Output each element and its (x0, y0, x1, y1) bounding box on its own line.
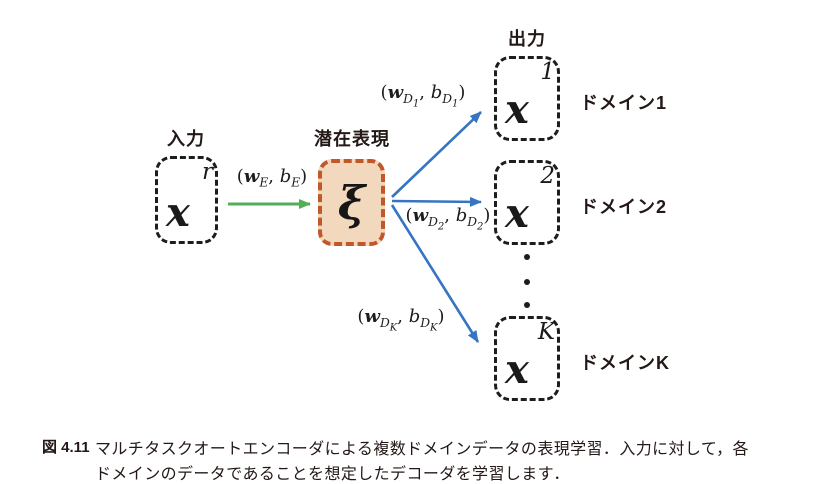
bias-symbol: b (408, 306, 421, 327)
weight-subscript: D1 (403, 91, 420, 110)
input-symbol: x (166, 189, 190, 236)
output-box-domainK: x K (494, 316, 560, 401)
subscript-index: K (389, 322, 398, 334)
subscript-index: 2 (477, 221, 484, 233)
weight-subscript: DK (379, 315, 398, 334)
input-superscript: r (202, 159, 213, 185)
subscript-letter: D (442, 91, 453, 106)
subscript-letter: D (379, 315, 390, 330)
domain2-label: ドメイン2 (580, 197, 668, 217)
caption-line-1: マルチタスクオートエンコーダによる複数ドメインデータの表現学習．入力に対して，各 (95, 441, 749, 458)
weight-subscript: D2 (428, 214, 445, 233)
arrows-layer (228, 111, 482, 343)
subscript-index: K (430, 322, 438, 334)
latent-label: 潜在表現 (314, 129, 390, 149)
encoder-weights-label: (wE, bE) (224, 166, 320, 190)
separator: , (268, 166, 280, 187)
paren-close: ) (483, 205, 491, 226)
latent-symbol: ξ (337, 175, 366, 230)
output2-symbol: x (505, 190, 529, 237)
weight-symbol: w (387, 82, 404, 103)
bias-subscript: E (291, 175, 301, 190)
output1-superscript: 1 (540, 59, 555, 85)
outputK-symbol: x (505, 346, 529, 393)
domain1-label: ドメイン1 (580, 93, 668, 113)
input-box: x r (155, 156, 218, 244)
figure-number: 図 4.11 (42, 439, 90, 456)
outputK-superscript: K (537, 319, 555, 345)
paren-open: ( (236, 166, 244, 187)
output-label: 出力 (508, 29, 546, 49)
output-box-domain1: x 1 (494, 56, 560, 141)
subscript-index: 1 (412, 98, 420, 110)
decoder1-weights-label: (wD1, bD1) (362, 82, 484, 109)
latent-box: ξ (318, 159, 385, 246)
output2-superscript: 2 (540, 163, 555, 189)
decoder-arrow-2 (391, 196, 482, 207)
vertical-ellipsis-dot (524, 279, 530, 285)
weight-symbol: w (412, 205, 429, 226)
separator: , (397, 306, 409, 327)
vertical-ellipsis-dot (524, 302, 530, 308)
decoderK-weights-label: (wDK, bDK) (340, 306, 462, 333)
subscript-index: 2 (437, 221, 445, 233)
caption-line-2: ドメインのデータであることを想定したデコーダを学習します． (95, 466, 570, 483)
weight-symbol: w (364, 306, 380, 327)
decoder2-weights-label: (wD2, bD2) (390, 205, 506, 232)
paren-close: ) (458, 82, 466, 103)
paren-close: ) (300, 166, 308, 187)
paren-close: ) (437, 306, 445, 327)
paren-open: ( (405, 205, 413, 226)
bias-symbol: b (430, 82, 443, 103)
bias-subscript: D1 (442, 91, 459, 110)
separator: , (419, 82, 431, 103)
subscript-index: 1 (452, 98, 459, 110)
figure-caption: 図 4.11 マルチタスクオートエンコーダによる複数ドメインデータの表現学習．入… (0, 430, 816, 484)
decoder-arrow-K (390, 204, 480, 343)
subscript-letter: D (467, 214, 478, 229)
paren-open: ( (357, 306, 365, 327)
weight-subscript: E (259, 175, 269, 190)
bias-subscript: DK (420, 315, 438, 334)
decoder-arrow-1 (391, 111, 482, 198)
bias-symbol: b (455, 205, 468, 226)
autoencoder-diagram: 入力 潜在表現 出力 x r ξ (wE, bE) (wD1, bD1) (wD… (155, 29, 670, 401)
subscript-letter: D (428, 214, 438, 229)
output-box-domain2: x 2 (494, 160, 560, 245)
separator: , (444, 205, 456, 226)
bias-symbol: b (279, 166, 292, 187)
output1-symbol: x (505, 86, 529, 133)
input-label: 入力 (167, 129, 205, 149)
paren-open: ( (380, 82, 388, 103)
domainK-label: ドメインK (580, 353, 670, 373)
subscript-letter: D (403, 91, 413, 106)
weight-symbol: w (243, 166, 260, 187)
subscript-letter: D (420, 315, 431, 330)
vertical-ellipsis-dot (524, 254, 530, 260)
bias-subscript: D2 (467, 214, 484, 233)
